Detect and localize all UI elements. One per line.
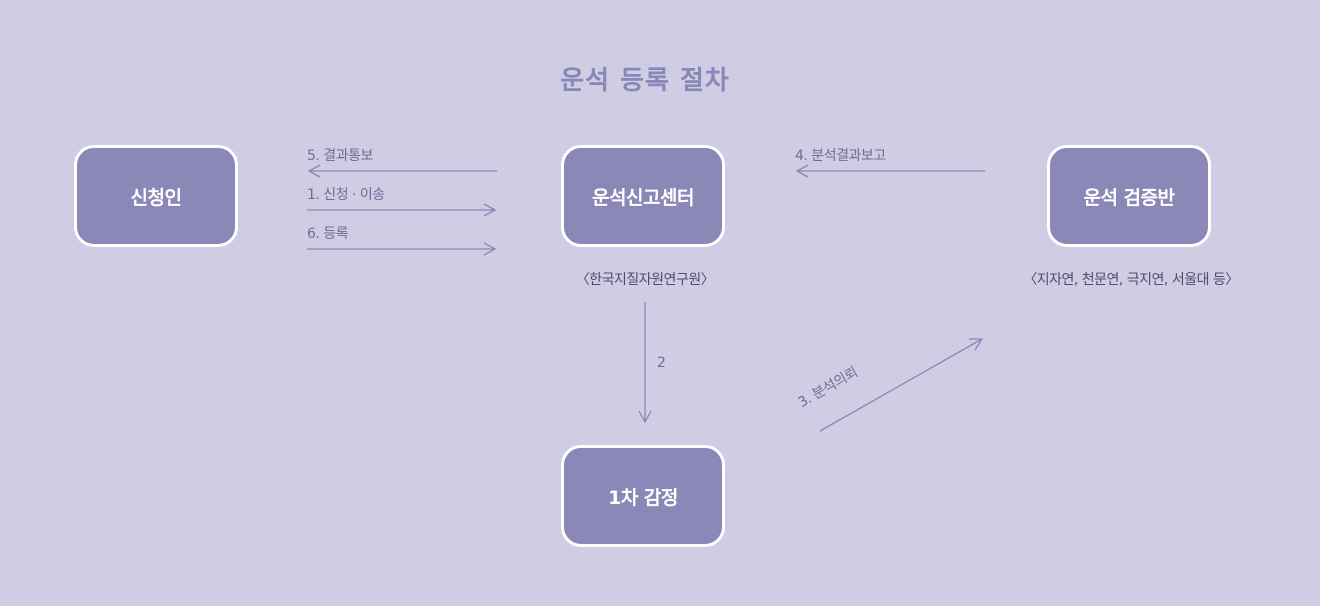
arrow-step2 (638, 302, 652, 424)
node-verification-team: 운석 검증반 (1047, 145, 1211, 247)
step2-label: 2 (657, 355, 666, 371)
step4-label: 4. 분석결과보고 (795, 148, 886, 164)
node-first-appraisal: 1차 감정 (561, 445, 725, 547)
step5-label: 5. 결과통보 (307, 148, 373, 164)
arrow-step1 (307, 203, 497, 217)
arrow-step6 (307, 242, 497, 256)
node-report-center: 운석신고센터 (561, 145, 725, 247)
verification-organizations-label: 〈지자연, 천문연, 극지연, 서울대 등〉 (1023, 272, 1239, 288)
step1-label: 1. 신청 · 이송 (307, 187, 385, 203)
arrow-step3 (819, 338, 984, 432)
center-organization-label: 〈한국지질자원연구원〉 (575, 272, 715, 288)
node-applicant: 신청인 (74, 145, 238, 247)
arrow-step4 (795, 164, 985, 178)
step6-label: 6. 등록 (307, 226, 349, 242)
arrow-step5 (307, 164, 497, 178)
diagram-title: 운석 등록 절차 (560, 66, 730, 96)
